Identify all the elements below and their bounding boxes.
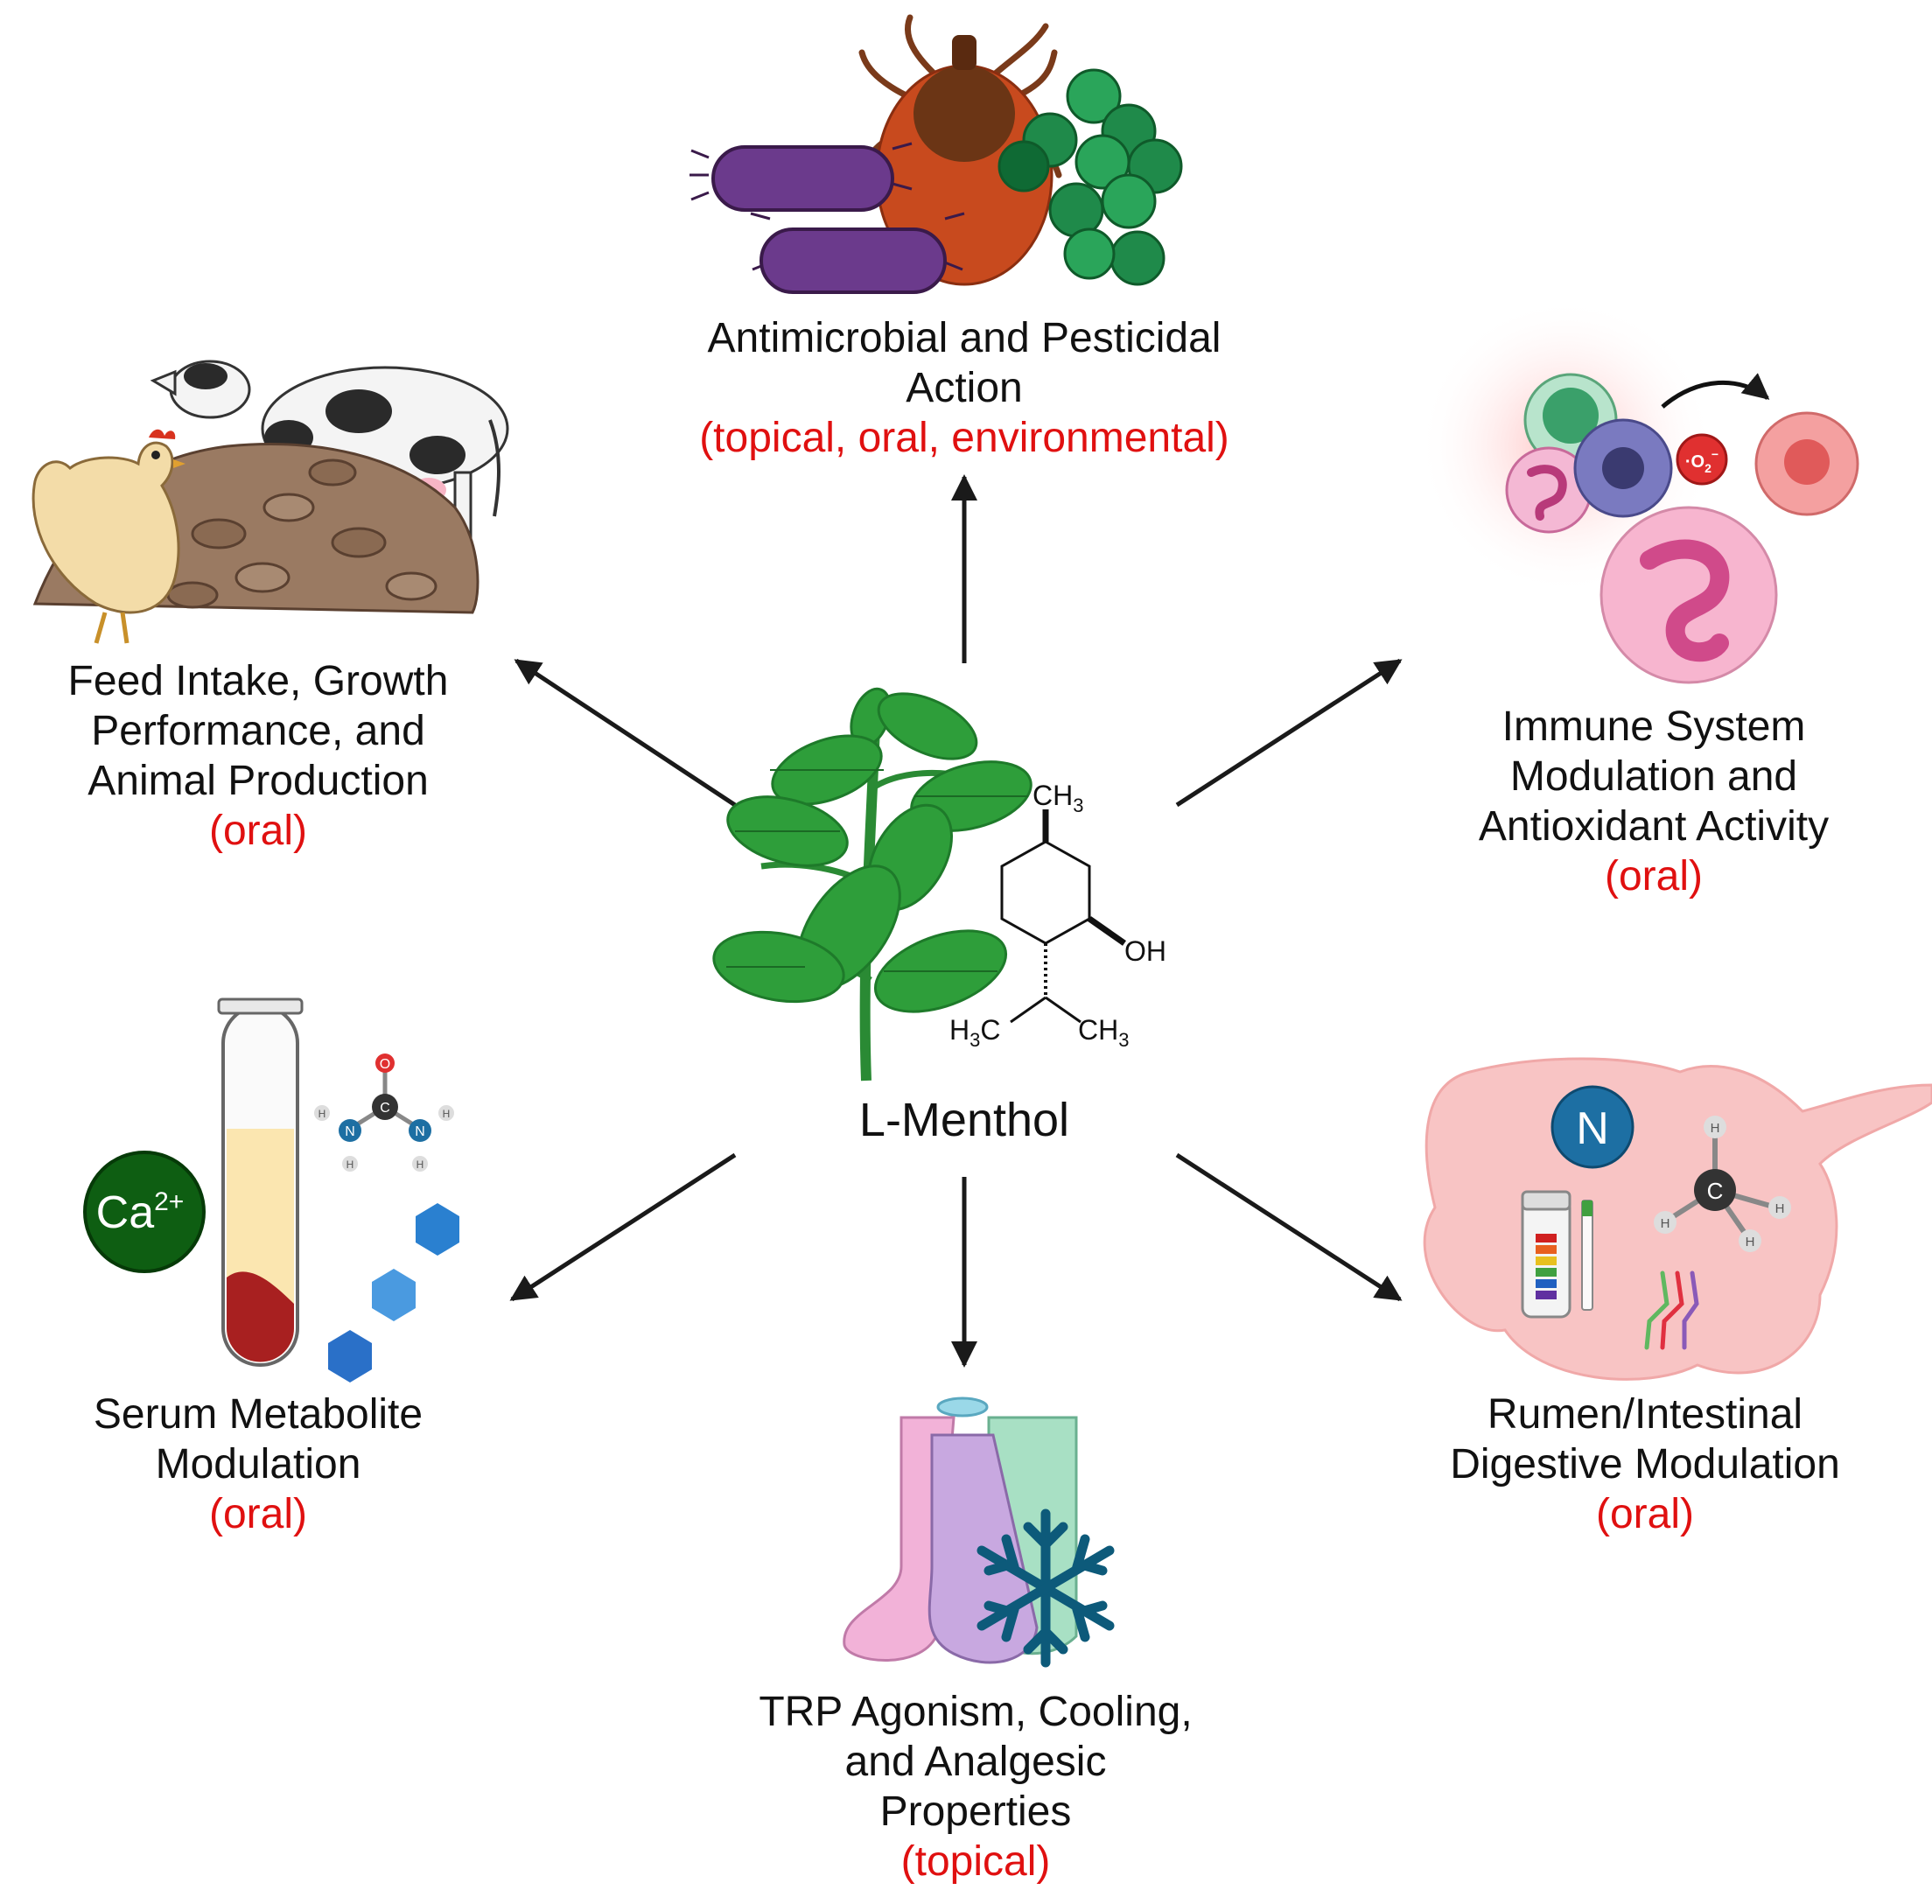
livestock-feed-illustration	[32, 360, 509, 644]
svg-text:H3C: H3C	[949, 1014, 1000, 1051]
hexagon-molecule-icon	[328, 1203, 459, 1382]
svg-text:H: H	[416, 1158, 424, 1171]
immune-cells-illustration: ·O2−	[1418, 298, 1859, 684]
svg-text:H: H	[318, 1108, 326, 1120]
arrows	[509, 474, 1403, 1368]
svg-text:N: N	[415, 1124, 425, 1139]
svg-text:N: N	[1576, 1103, 1609, 1154]
rumen-organ-icon	[1423, 1057, 1932, 1381]
damaged-cell-icon	[1754, 411, 1859, 516]
svg-text:N: N	[345, 1124, 355, 1139]
arrow-to-immune	[1175, 658, 1403, 808]
label-rumen-line-1: Rumen/Intestinal	[1487, 1391, 1803, 1438]
route-feed: (oral)	[208, 808, 307, 854]
svg-text:H: H	[1661, 1216, 1670, 1231]
methane-molecule-icon: C H H H H	[1654, 1116, 1791, 1252]
svg-text:O: O	[380, 1057, 390, 1072]
label-antimicrobial: Antimicrobial and Pesticidal Action (top…	[658, 313, 1270, 463]
menthol-structure	[1000, 809, 1127, 1024]
svg-text:C: C	[380, 1101, 390, 1116]
arrow-to-rumen	[1175, 1152, 1403, 1302]
label-serum-line-2: Modulation	[155, 1441, 361, 1488]
svg-text:CH3: CH3	[1032, 780, 1083, 816]
ph-test-kit-icon	[1521, 1190, 1593, 1319]
svg-text:H: H	[1711, 1121, 1720, 1136]
route-antimicrobial: (topical, oral, environmental)	[699, 415, 1229, 461]
svg-text:·O2−: ·O2−	[1685, 447, 1718, 475]
label-immune: Immune System Modulation and Antioxidant…	[1391, 702, 1916, 901]
svg-text:H: H	[1746, 1235, 1755, 1250]
arrow-to-serum	[509, 1152, 737, 1302]
rumen-illustration: N C H H H H	[1423, 1057, 1932, 1381]
label-trp: TRP Agonism, Cooling, and Analgesic Prop…	[713, 1687, 1238, 1886]
curved-arrow-icon	[1661, 373, 1770, 409]
trp-channel-illustration	[843, 1396, 1115, 1668]
label-immune-line-3: Antioxidant Activity	[1478, 803, 1830, 850]
label-serum: Serum Metabolite Modulation (oral)	[0, 1390, 516, 1539]
route-immune: (oral)	[1604, 853, 1703, 900]
label-immune-line-1: Immune System	[1502, 704, 1806, 750]
svg-text:H: H	[443, 1108, 451, 1120]
center-title: L-Menthol	[859, 1094, 1069, 1146]
nitrogen-icon	[1550, 1085, 1634, 1169]
large-neutrophil-icon	[1600, 506, 1778, 684]
label-feed-line-2: Performance, and	[91, 708, 425, 754]
svg-text:C: C	[1707, 1178, 1724, 1204]
bacteria-rod-icon	[690, 142, 965, 294]
arrow-to-feed	[514, 658, 737, 808]
serum-illustration: Ca2+ O C N N H H H H	[83, 998, 459, 1382]
menthol-atom-labels: CH3 OH H3C CH3	[949, 780, 1166, 1051]
label-rumen: Rumen/Intestinal Digestive Modulation (o…	[1382, 1390, 1908, 1539]
cocci-cluster-icon	[998, 68, 1183, 286]
label-immune-line-2: Modulation and	[1509, 753, 1798, 800]
label-antimicrobial-line-2: Action	[906, 365, 1023, 411]
urea-molecule-icon: O C N N H H H H	[314, 1054, 454, 1172]
label-rumen-line-2: Digestive Modulation	[1450, 1441, 1840, 1488]
mint-plant-icon	[712, 687, 1032, 1082]
label-trp-line-3: Properties	[879, 1788, 1072, 1835]
svg-text:Ca2+: Ca2+	[96, 1187, 185, 1238]
svg-text:CH3: CH3	[1078, 1014, 1129, 1051]
antimicrobial-illustration	[690, 14, 1183, 294]
label-feed: Feed Intake, Growth Performance, and Ani…	[0, 656, 516, 856]
superoxide-icon	[1676, 433, 1728, 486]
svg-text:H: H	[346, 1158, 354, 1171]
snowflake-icon	[976, 1508, 1115, 1668]
macrophage-icon	[1573, 418, 1673, 518]
svg-text:OH: OH	[1124, 935, 1166, 967]
chicken-icon	[32, 429, 186, 644]
route-trp: (topical)	[900, 1838, 1051, 1885]
calcium-ion-icon	[83, 1151, 206, 1273]
label-feed-line-1: Feed Intake, Growth	[67, 658, 449, 704]
label-serum-line-1: Serum Metabolite	[93, 1391, 424, 1438]
fatty-acid-chains-icon	[1644, 1270, 1699, 1350]
label-trp-line-1: TRP Agonism, Cooling,	[759, 1689, 1193, 1735]
label-feed-line-3: Animal Production	[88, 758, 429, 804]
label-trp-line-2: and Analgesic	[844, 1739, 1107, 1785]
blood-tube-icon	[217, 998, 304, 1367]
route-serum: (oral)	[208, 1491, 307, 1537]
route-rumen: (oral)	[1595, 1491, 1694, 1537]
svg-text:H: H	[1775, 1201, 1785, 1216]
label-antimicrobial-line-1: Antimicrobial and Pesticidal	[707, 315, 1222, 361]
